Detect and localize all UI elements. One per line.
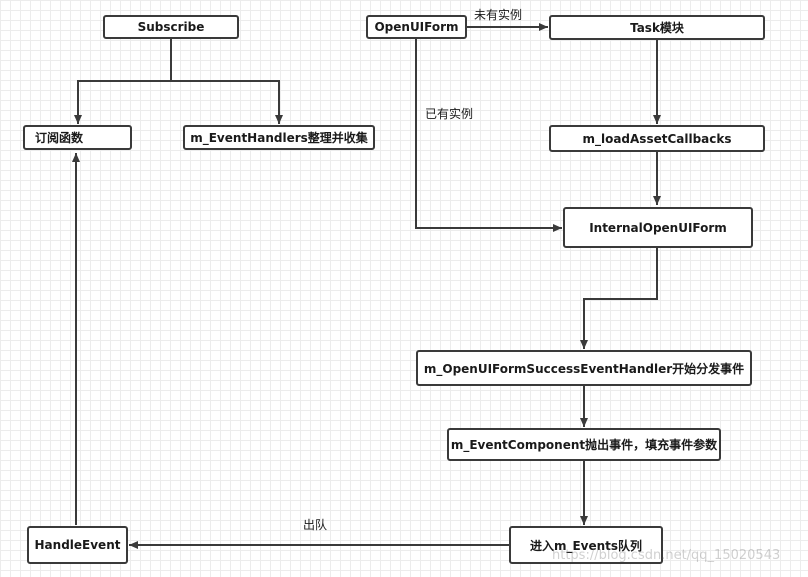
label-no-instance: 未有实例 (474, 8, 523, 22)
node-load-asset-callbacks: m_loadAssetCallbacks (549, 125, 765, 152)
edge-internal-to-success (580, 248, 658, 349)
edge-openuiform-to-internal (415, 38, 562, 232)
node-subscribe-func: 订阅函数 (23, 125, 132, 150)
node-event-component: m_EventComponent抛出事件，填充事件参数 (447, 428, 721, 461)
node-subscribe: Subscribe (103, 15, 239, 39)
edge-subscribe-to-subscribe-func (74, 38, 172, 124)
node-task-module: Task模块 (549, 15, 765, 40)
watermark-text: https://blog.csdn.net/qq_15020543 (552, 548, 781, 563)
node-enqueue-events: 进入m_Events队列 (509, 526, 663, 564)
edge-subscribe-to-event-handlers (171, 80, 283, 124)
label-has-instance: 已有实例 (425, 107, 474, 121)
node-success-event-handler: m_OpenUIFormSuccessEventHandler开始分发事件 (416, 350, 752, 386)
node-open-ui-form: OpenUIForm (366, 15, 467, 39)
node-event-handlers: m_EventHandlers整理并收集 (183, 125, 375, 150)
node-handle-event: HandleEvent (27, 526, 128, 564)
node-internal-open-ui-form: InternalOpenUIForm (563, 207, 753, 248)
label-dequeue: 出队 (303, 518, 328, 532)
